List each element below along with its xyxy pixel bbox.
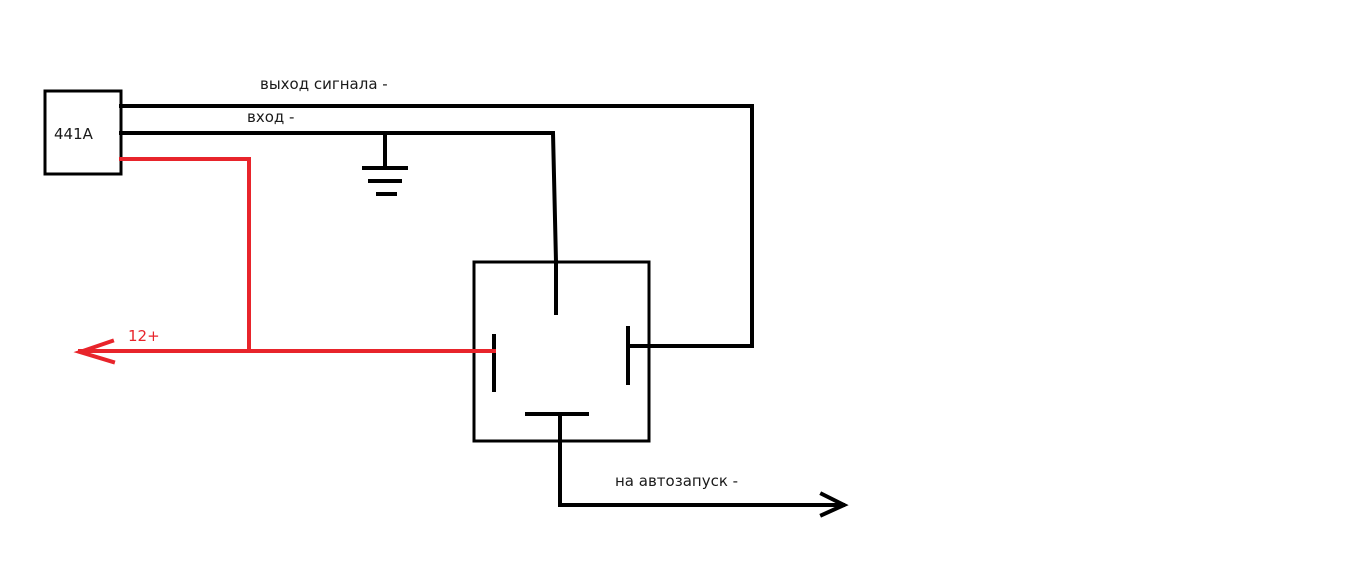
autostart-line — [558, 412, 845, 507]
ground-icon — [362, 131, 408, 196]
power-wire: 12+ — [73, 157, 496, 365]
arrow-left-icon — [73, 338, 116, 365]
arrow-right-icon — [819, 491, 849, 518]
signal-out-wire: выход сигнала - — [119, 75, 754, 348]
input-line — [119, 131, 559, 265]
power-label: 12+ — [128, 327, 160, 345]
power-drop-line — [119, 157, 251, 352]
signal-out-line — [119, 104, 754, 348]
module-441a: 441A — [43, 89, 123, 176]
autostart-wire: на автозапуск - — [558, 412, 849, 518]
autostart-label: на автозапуск - — [615, 472, 738, 490]
input-label: вход - — [247, 108, 294, 126]
module-label: 441A — [54, 125, 94, 143]
signal-out-label: выход сигнала - — [260, 75, 388, 93]
input-wire: вход - — [119, 108, 559, 265]
